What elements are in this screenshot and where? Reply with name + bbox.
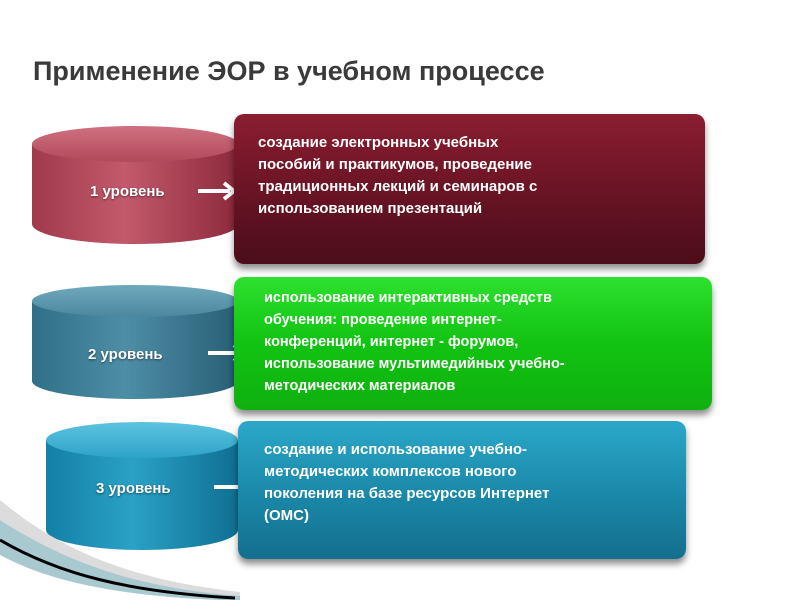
level-1-line: традиционных лекций и семинаров с: [258, 178, 538, 195]
level-2-line: использование интерактивных средств: [264, 290, 552, 306]
level-2-cylinder: [30, 283, 240, 401]
level-1-cylinder: [30, 124, 240, 246]
level-3-line: методических комплексов нового: [264, 463, 517, 480]
level-2-line: методических материалов: [264, 378, 456, 394]
level-3-line: поколения на базе ресурсов Интернет: [264, 485, 550, 502]
level-2-line: конференций, интернет - форумов,: [264, 334, 519, 350]
slide-title: Применение ЭОР в учебном процессе: [33, 56, 545, 86]
level-3-label: 3 уровень: [96, 480, 171, 497]
level-3-description: создание и использование учебно- методич…: [238, 421, 686, 559]
level-1-label: 1 уровень: [90, 183, 165, 200]
level-2-line: использование мультимедийных учебно-: [264, 356, 565, 372]
level-1-description: создание электронных учебных пособий и п…: [234, 114, 705, 264]
level-1-line: пособий и практикумов, проведение: [258, 156, 532, 173]
level-3-cylinder: [44, 420, 240, 552]
level-1-line: использованием презентаций: [258, 200, 483, 217]
level-2-label: 2 уровень: [88, 346, 163, 363]
level-3-line: (ОМС): [264, 507, 309, 524]
level-2-line: обучения: проведение интернет-: [264, 312, 502, 328]
decorative-wave: [0, 480, 240, 605]
level-3-line: создание и использование учебно-: [264, 441, 528, 458]
level-2-description: использование интерактивных средств обуч…: [234, 277, 712, 410]
level-1-line: создание электронных учебных: [258, 134, 499, 151]
